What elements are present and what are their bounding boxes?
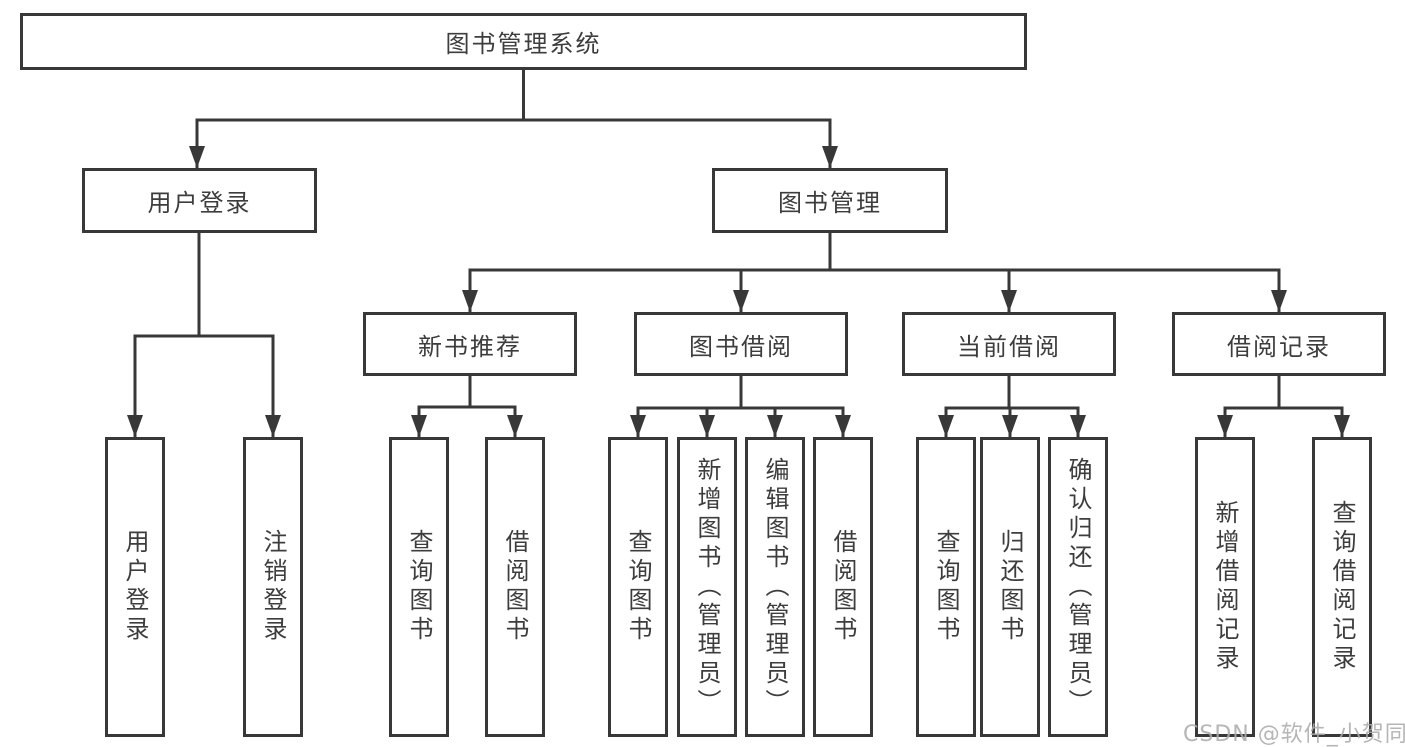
leaf-confirm-return-admin: 确认归还（管理员）	[1048, 437, 1108, 737]
leaf-query-books-label: 查询图书	[405, 529, 433, 645]
leaf-query-books-2: 查询图书	[608, 437, 668, 737]
leaf-logout: 注销登录	[243, 437, 303, 737]
leaf-query-books: 查询图书	[389, 437, 449, 737]
leaf-query-borrow-record: 查询借阅记录	[1312, 437, 1372, 737]
leaf-query-borrow-record-label: 查询借阅记录	[1328, 500, 1356, 674]
leaf-query-books-3: 查询图书	[916, 437, 976, 737]
csdn-watermark: CSDN @软件_小贺同学	[1183, 722, 1405, 747]
node-user-login: 用户登录	[82, 168, 317, 233]
leaf-add-borrow-record: 新增借阅记录	[1195, 437, 1255, 737]
leaf-user-login: 用户登录	[105, 437, 165, 737]
node-book-borrowing: 图书借阅	[634, 312, 848, 376]
leaf-add-books-admin-label: 新增图书（管理员）	[693, 456, 721, 718]
leaf-edit-books-admin-label: 编辑图书（管理员）	[761, 456, 789, 718]
leaf-return-books-label: 归还图书	[996, 529, 1024, 645]
leaf-return-books: 归还图书	[980, 437, 1040, 737]
leaf-user-login-label: 用户登录	[121, 529, 149, 645]
leaf-edit-books-admin: 编辑图书（管理员）	[745, 437, 805, 737]
node-borrow-records-label: 借阅记录	[1227, 332, 1331, 361]
node-root-system: 图书管理系统	[20, 13, 1027, 70]
node-book-management: 图书管理	[712, 168, 948, 233]
leaf-logout-label: 注销登录	[259, 529, 287, 645]
leaf-add-books-admin: 新增图书（管理员）	[677, 437, 737, 737]
node-book-borrowing-label: 图书借阅	[689, 332, 793, 361]
leaf-borrow-books-2: 借阅图书	[813, 437, 873, 737]
node-new-book-recommend: 新书推荐	[363, 312, 577, 376]
leaf-borrow-books: 借阅图书	[485, 437, 545, 737]
leaf-query-books-3-label: 查询图书	[932, 529, 960, 645]
leaf-borrow-books-2-label: 借阅图书	[829, 529, 857, 645]
node-borrow-records: 借阅记录	[1172, 312, 1386, 376]
node-new-book-recommend-label: 新书推荐	[418, 332, 522, 361]
node-current-borrowing: 当前借阅	[902, 312, 1116, 376]
leaf-add-borrow-record-label: 新增借阅记录	[1211, 500, 1239, 674]
node-root-label: 图书管理系统	[445, 30, 602, 58]
node-current-borrowing-label: 当前借阅	[957, 332, 1061, 361]
leaf-confirm-return-admin-label: 确认归还（管理员）	[1064, 456, 1092, 718]
node-user-login-label: 用户登录	[147, 189, 252, 217]
leaf-borrow-books-label: 借阅图书	[501, 529, 529, 645]
node-book-management-label: 图书管理	[778, 189, 882, 217]
leaf-query-books-2-label: 查询图书	[624, 529, 652, 645]
